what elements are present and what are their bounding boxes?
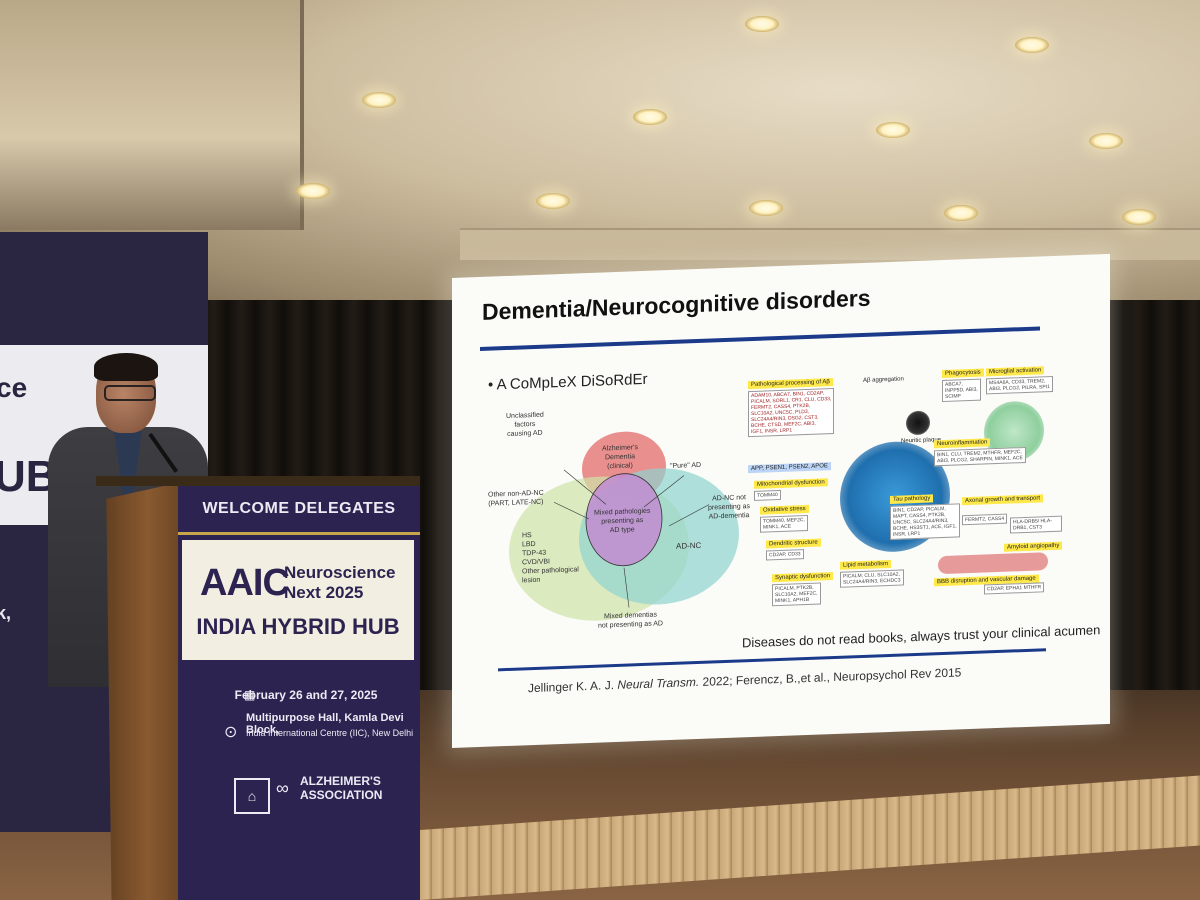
alz-line2: ASSOCIATION: [300, 788, 383, 802]
venn-label: AD-NC: [676, 540, 702, 551]
alz-line1: ALZHEIMER'S: [300, 774, 381, 788]
gene-box-label: Microglial activation: [986, 366, 1045, 377]
gene-list: ADAM10, ABCA7, BIN1, CD2AP, PICALM, SORL…: [748, 387, 835, 438]
gene-box-label: Phagocytosis: [942, 368, 984, 379]
ceiling-step: [0, 0, 304, 230]
lectern-next: Next 2025: [284, 583, 364, 602]
slide-bullet: • A CoMpLeX DiSoRdEr: [488, 370, 648, 394]
slide-title: Dementia/Neurocognitive disorders: [482, 284, 871, 325]
gene-box-label: Dendritic structure: [766, 538, 821, 549]
gene-box-label: Amyloid angiopathy: [1004, 541, 1063, 552]
ceiling-light: [876, 122, 910, 138]
gene-list: MS4A6A, CD33, TREM2, ABI3, PLCG2, PILRA,…: [986, 375, 1053, 395]
ceiling-light: [296, 183, 330, 199]
ceiling-light: [745, 16, 779, 32]
gene-list: FERMT2, CASS4: [962, 513, 1008, 526]
gene-box-label: Aβ aggregation: [863, 376, 904, 384]
lectern-side: [106, 482, 182, 900]
lectern-neuroscience: Neuroscience: [284, 563, 396, 582]
ceiling-light: [1015, 37, 1049, 53]
venn-pointer: [643, 475, 685, 508]
ceiling-light: [749, 200, 783, 216]
gene-box-label: Oxidative stress: [760, 504, 809, 515]
venn-svg: [509, 431, 739, 621]
ceiling-light: [944, 205, 978, 221]
pathway-diagram: Pathological processing of Aβ ADAM10, AB…: [748, 366, 1063, 627]
ceiling-light: [633, 109, 667, 125]
venn-pointer: [553, 501, 590, 520]
lectern-divider: [178, 532, 420, 535]
venn-label: AD-NC not presenting as AD-dementia: [708, 494, 751, 521]
plaque-graphic: [906, 410, 930, 436]
gene-box-label: Tau pathology: [890, 494, 934, 504]
location-pin-icon: ⊙: [224, 724, 238, 741]
lectern-venue-line1: Multipurpose Hall, Kamla Devi Block,: [246, 712, 404, 736]
lectern: WELCOME DELEGATES AAIC Neuroscience Next…: [96, 476, 420, 900]
speaker-glasses: [104, 385, 156, 401]
alzheimers-association-logo-icon: ∞: [276, 778, 289, 798]
banner-text: ce: [0, 372, 28, 403]
reference-rest: 2022; Ferencz, B.,et al., Neuropsychol R…: [702, 665, 962, 689]
slide-reference: Jellinger K. A. J. Neural Transm. 2022; …: [528, 665, 961, 695]
gene-list: TOMM40, MEF2C, MINK1, ACE: [760, 514, 808, 533]
venn-label: Mixed dementias not presenting as AD: [598, 611, 663, 630]
lectern-aaic: AAIC: [200, 562, 290, 604]
lectern-venue-line2: India International Centre (IIC), New De…: [246, 728, 414, 738]
gene-list: PICALM, CLU, SLC10A2, SLC24A4/RIN3, ECHD…: [840, 569, 904, 588]
venn-label: "Pure" AD: [670, 461, 702, 471]
gene-box-label: Neuroinflammation: [934, 438, 991, 449]
slide-quote: Diseases do not read books, always trust…: [742, 622, 1101, 651]
slide-footer-rule: [498, 648, 1046, 672]
gene-list: CD2AP, EPHA1 MTHFR: [984, 582, 1045, 595]
speaker-hair: [94, 353, 158, 381]
reference-journal: Neural Transm.: [617, 674, 700, 692]
ceiling-light: [1089, 133, 1123, 149]
gene-list: TOMM40: [754, 489, 781, 501]
venn-pointer: [623, 567, 630, 608]
reference-author: Jellinger K. A. J.: [528, 678, 615, 696]
gene-list: CD2AP, CD33: [766, 549, 804, 561]
gene-list: PICALM, PTK2B, SLC10A2, MEF2C, MINK1, AP…: [772, 582, 821, 607]
venn-circle-mixed: [585, 473, 663, 567]
venn-label: Other non-AD-NC (PART, LATE-NC): [488, 489, 544, 508]
venn-diagram: Unclassified factors causing AD Alzheime…: [488, 403, 764, 643]
slide-title-rule: [480, 326, 1040, 351]
projection-screen: Dementia/Neurocognitive disorders • A Co…: [452, 253, 1110, 748]
gene-box-label: Synaptic dysfunction: [772, 572, 834, 583]
gene-box-label: APP, PSEN1, PSEN2, APOE: [748, 462, 831, 474]
lectern-top: [96, 476, 420, 486]
gene-list: HLA-DRB5/ HLA-DRB1, CST3: [1010, 515, 1062, 534]
lectern-welcome: WELCOME DELEGATES: [202, 500, 396, 517]
gene-box-label: Mitochondrial dysfunction: [754, 478, 828, 489]
venn-label: HS LBD TDP-43 CVD/VBI Other pathological…: [522, 532, 579, 585]
lectern-date: February 26 and 27, 2025: [234, 688, 378, 702]
gene-box-label: Lipid metabolism: [840, 559, 892, 570]
blood-vessel-graphic: [938, 552, 1048, 575]
venn-pointer: [668, 504, 710, 527]
venn-label: Mixed pathologies presenting as AD type: [594, 507, 651, 535]
gene-box-label: Axonal growth and transport: [962, 494, 1044, 506]
organiser-logo-icon: ⌂: [234, 778, 270, 814]
lectern-logo-panel: [182, 540, 414, 660]
banner-text: UB: [0, 452, 58, 501]
gene-list: BIN1, CD2AP, PICALM, MAPT, CASS4, PTK2B,…: [890, 503, 960, 540]
venn-pointer: [563, 469, 607, 505]
venn-label: Unclassified factors causing AD: [506, 411, 544, 438]
lectern-hub: INDIA HYBRID HUB: [196, 614, 400, 639]
ceiling-light: [536, 193, 570, 209]
gene-list: ABCA7, INPP5D, ABI3, SCIMP: [942, 378, 981, 403]
ceiling-light: [1122, 209, 1156, 225]
venn-label: Alzheimer's Dementia (clinical): [602, 444, 638, 471]
gene-list: BIN1, CLU, TREM2, MTHFR, MEF2C, ABI3, PL…: [934, 446, 1026, 467]
banner-text: k, i: [0, 603, 12, 645]
ceiling-light: [362, 92, 396, 108]
calendar-icon: ▦: [244, 688, 256, 702]
